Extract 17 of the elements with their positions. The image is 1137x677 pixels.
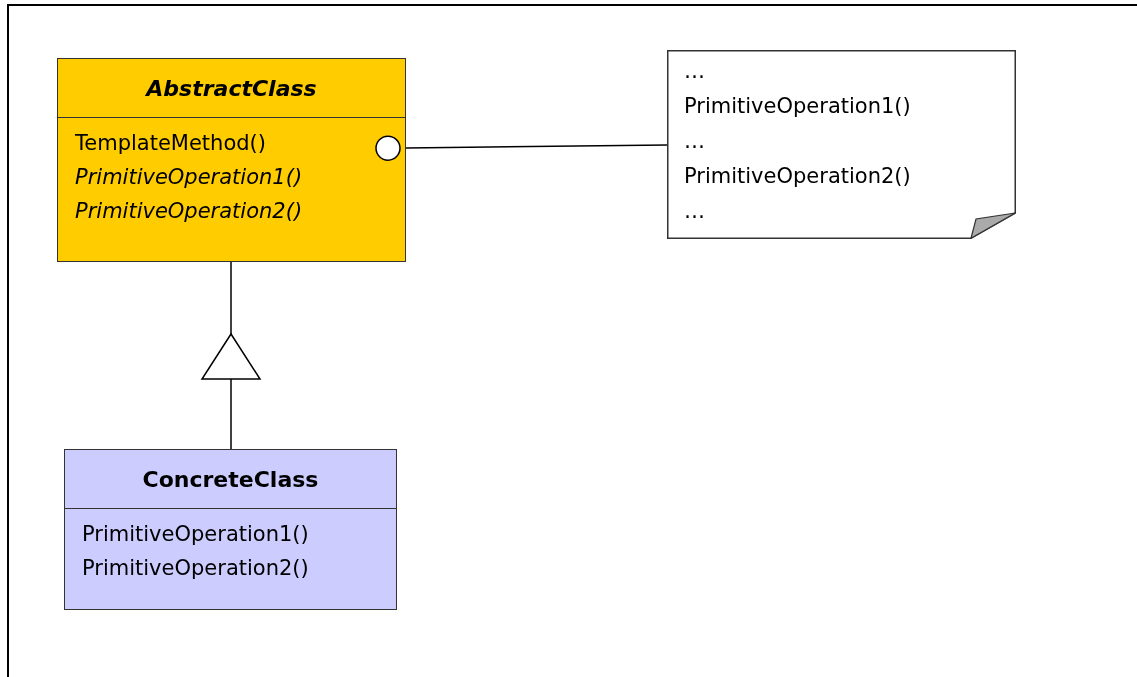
operation-text: PrimitiveOperation1() [75,164,303,191]
note-text: … [684,198,705,225]
inheritance-arrow [201,261,261,450]
operation-text: TemplateMethod() [75,130,266,157]
note-text: PrimitiveOperation1() [684,93,911,120]
note-text: … [684,128,705,155]
class-name: AbstractClass [146,75,317,101]
operation-text: PrimitiveOperation1() [82,521,309,548]
note-box [667,50,1016,239]
note-text: … [684,58,705,85]
concrete-class-box [64,449,397,610]
operation-text: PrimitiveOperation2() [82,555,309,582]
note-text: PrimitiveOperation2() [684,163,911,190]
note-connector [375,135,668,161]
abstract-class-box [57,58,406,262]
class-name: ConcreteClass [142,466,319,492]
operation-text: PrimitiveOperation2() [75,198,303,225]
